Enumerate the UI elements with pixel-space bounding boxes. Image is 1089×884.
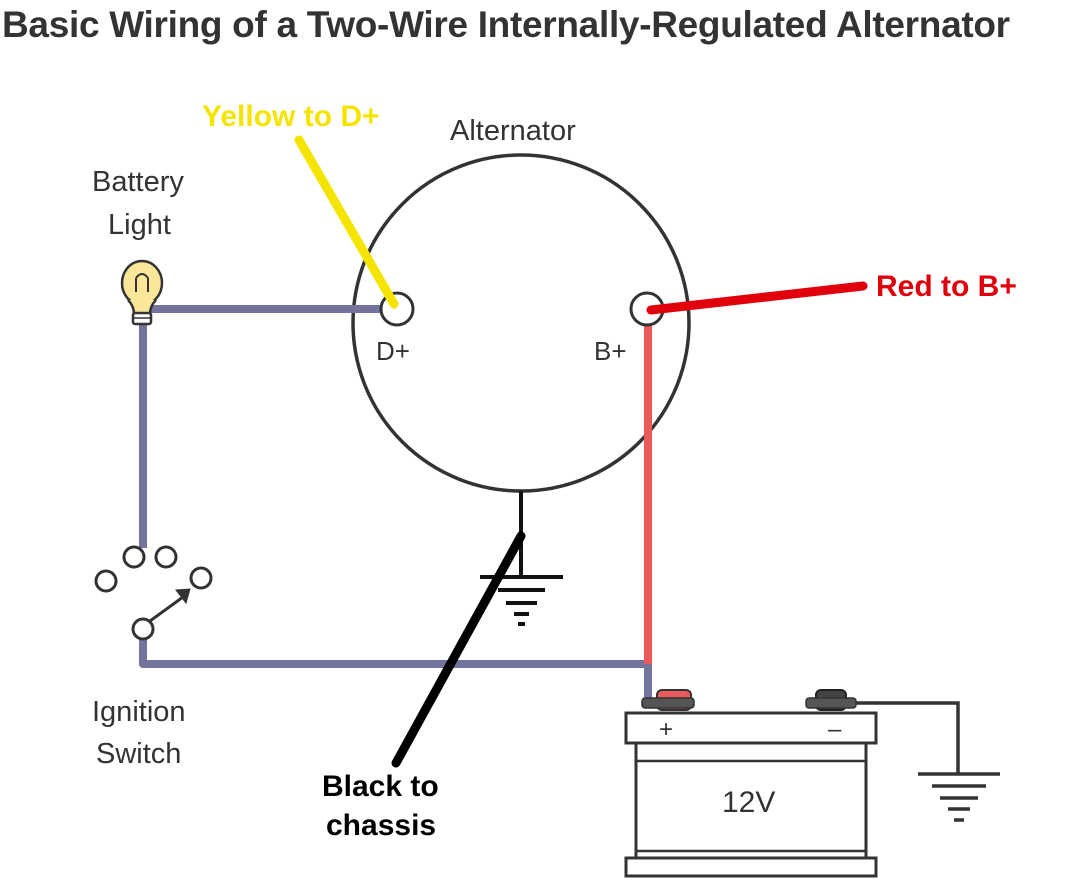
battery-plus-label: + — [659, 716, 673, 743]
black-callout-label-line1: Black to — [322, 770, 439, 803]
light-bulb-icon — [120, 259, 164, 326]
battery-minus-label: – — [828, 716, 842, 743]
ground-icon — [480, 491, 563, 626]
yellow-callout-line — [294, 135, 399, 309]
alternator-label: Alternator — [450, 115, 576, 147]
black-callout-label-line2: chassis — [326, 809, 436, 842]
battery-light-label-line1: Battery — [92, 166, 184, 198]
b-plus-label: B+ — [594, 336, 627, 366]
yellow-callout-label: Yellow to D+ — [202, 100, 380, 133]
diagram-title: Basic Wiring of a Two-Wire Internally-Re… — [2, 4, 1010, 45]
red-callout-line — [646, 281, 868, 315]
ignition-label-line2: Switch — [96, 738, 181, 770]
battery-icon — [624, 689, 878, 878]
d-plus-label: D+ — [376, 336, 410, 366]
ignition-label-line1: Ignition — [92, 696, 186, 728]
red-callout-label: Red to B+ — [876, 270, 1017, 303]
switch-icon — [94, 545, 213, 641]
purple-wire — [139, 305, 652, 700]
ground-icon — [856, 701, 1000, 822]
battery-light-label-line2: Light — [108, 209, 171, 241]
battery-voltage-label: 12V — [722, 786, 775, 819]
black-callout-line — [391, 531, 526, 768]
